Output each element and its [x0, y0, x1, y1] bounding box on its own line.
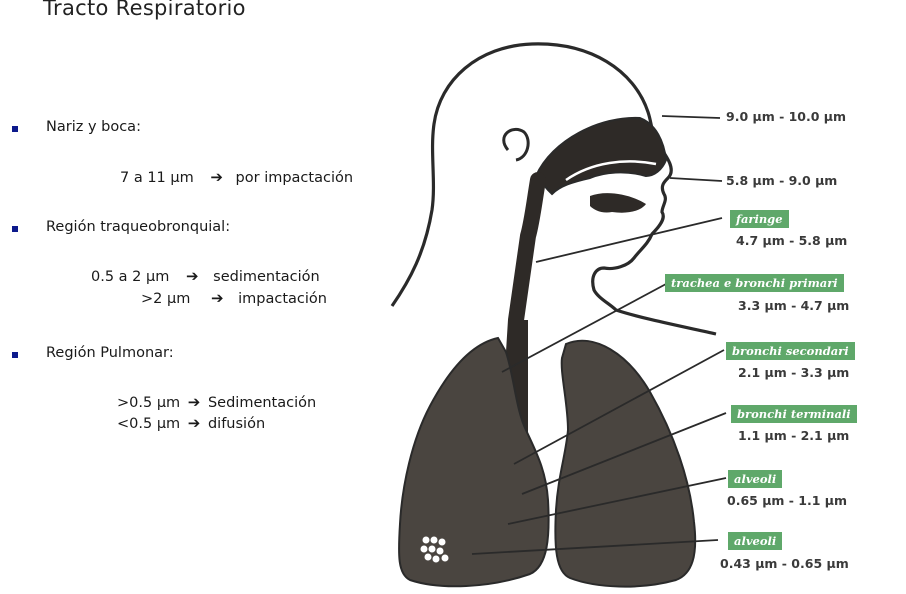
- range-bronchi-terminali: 1.1 µm - 2.1 µm: [738, 428, 849, 443]
- label-alveoli-2: alveoli: [728, 532, 782, 550]
- oral-cavity: [590, 193, 646, 213]
- label-bronchi-secondari: bronchi secondari: [726, 342, 855, 360]
- label-trachea: trachea e bronchi primari: [665, 274, 844, 292]
- ear-outline: [504, 129, 528, 160]
- label-alveoli-1: alveoli: [728, 470, 782, 488]
- range-alveoli-1: 0.65 µm - 1.1 µm: [727, 493, 847, 508]
- range-faringe: 4.7 µm - 5.8 µm: [736, 233, 847, 248]
- range-nose: 9.0 µm - 10.0 µm: [726, 109, 846, 124]
- range-bronchi-secondari: 2.1 µm - 3.3 µm: [738, 365, 849, 380]
- nasal-cavity: [536, 118, 666, 194]
- range-alveoli-2: 0.43 µm - 0.65 µm: [720, 556, 849, 571]
- range-mouth: 5.8 µm - 9.0 µm: [726, 173, 837, 188]
- range-trachea: 3.3 µm - 4.7 µm: [738, 298, 849, 313]
- label-faringe: faringe: [730, 210, 789, 228]
- label-bronchi-terminali: bronchi terminali: [731, 405, 857, 423]
